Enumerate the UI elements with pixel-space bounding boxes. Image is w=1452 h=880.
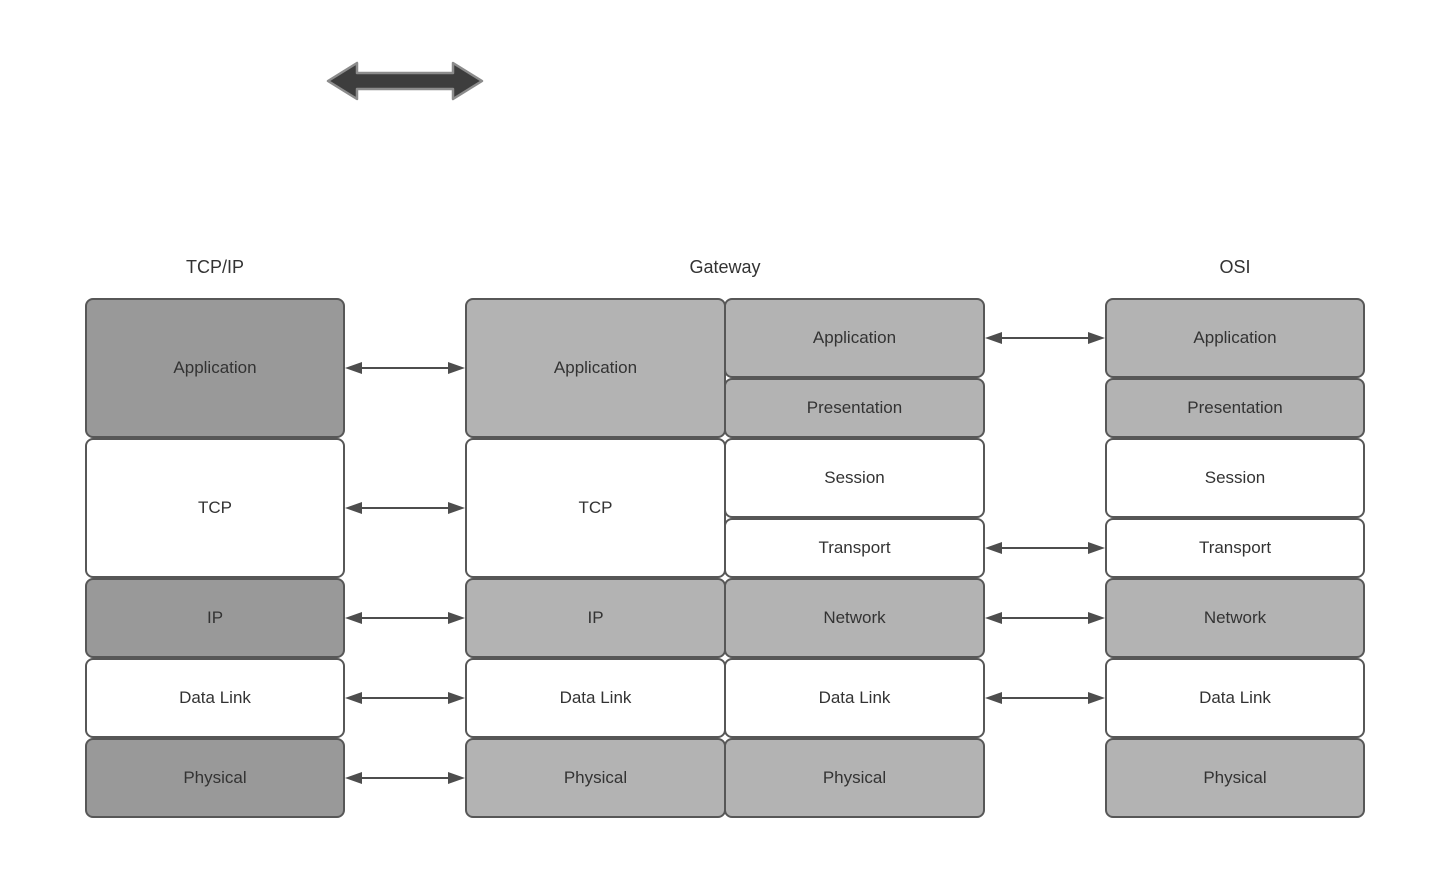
column-header-gateway: Gateway xyxy=(689,256,761,277)
tcpip-layer-tcp: TCP xyxy=(85,438,345,578)
arrowhead-left-icon xyxy=(345,772,362,784)
arrowhead-left-icon xyxy=(985,542,1002,554)
osi-layer-session: Session xyxy=(1105,438,1365,518)
osi-layer-application: Application xyxy=(1105,298,1365,378)
gateway-right-layer-session: Session xyxy=(724,438,985,518)
gateway-right-layer-presentation: Presentation xyxy=(724,378,985,438)
arrowhead-left-icon xyxy=(985,332,1002,344)
connector-line xyxy=(998,547,1092,549)
osi-layer-network: Network xyxy=(1105,578,1365,658)
tcpip-layer-ip: IP xyxy=(85,578,345,658)
gateway-left-layer-physical: Physical xyxy=(465,738,726,818)
double-headed-arrow-icon xyxy=(326,61,484,101)
tcpip-layer-physical: Physical xyxy=(85,738,345,818)
arrowhead-right-icon xyxy=(1088,332,1105,344)
arrowhead-left-icon xyxy=(345,502,362,514)
arrowhead-right-icon xyxy=(448,362,465,374)
gateway-right-layer-application: Application xyxy=(724,298,985,378)
connector-tcpip-gateway-data-link xyxy=(345,688,465,708)
connector-line xyxy=(358,777,452,779)
column-header-osi: OSI xyxy=(1219,256,1251,277)
connector-tcpip-gateway-ip xyxy=(345,608,465,628)
arrowhead-left-icon xyxy=(345,612,362,624)
gateway-left-layer-ip: IP xyxy=(465,578,726,658)
connector-line xyxy=(358,697,452,699)
gateway-left-layer-application: Application xyxy=(465,298,726,438)
gateway-right-layer-data-link: Data Link xyxy=(724,658,985,738)
arrowhead-left-icon xyxy=(345,362,362,374)
connector-gateway-osi-data-link xyxy=(985,688,1105,708)
connector-line xyxy=(358,507,452,509)
connector-line xyxy=(998,617,1092,619)
osi-layer-physical: Physical xyxy=(1105,738,1365,818)
tcpip-layer-data-link: Data Link xyxy=(85,658,345,738)
connector-line xyxy=(998,337,1092,339)
arrowhead-right-icon xyxy=(448,772,465,784)
arrowhead-right-icon xyxy=(1088,692,1105,704)
arrowhead-right-icon xyxy=(448,502,465,514)
gateway-left-layer-data-link: Data Link xyxy=(465,658,726,738)
arrowhead-left-icon xyxy=(985,692,1002,704)
connector-line xyxy=(358,367,452,369)
gateway-right-layer-transport: Transport xyxy=(724,518,985,578)
connector-line xyxy=(358,617,452,619)
connector-gateway-osi-network xyxy=(985,608,1105,628)
connector-line xyxy=(998,697,1092,699)
column-header-tcpip: TCP/IP xyxy=(185,256,244,277)
gateway-right-layer-network: Network xyxy=(724,578,985,658)
osi-layer-data-link: Data Link xyxy=(1105,658,1365,738)
osi-layer-transport: Transport xyxy=(1105,518,1365,578)
connector-gateway-osi-transport xyxy=(985,538,1105,558)
arrowhead-right-icon xyxy=(1088,612,1105,624)
arrowhead-right-icon xyxy=(1088,542,1105,554)
gateway-right-layer-physical: Physical xyxy=(724,738,985,818)
connector-tcpip-gateway-application xyxy=(345,358,465,378)
gateway-left-layer-tcp: TCP xyxy=(465,438,726,578)
tcpip-layer-application: Application xyxy=(85,298,345,438)
arrowhead-left-icon xyxy=(985,612,1002,624)
osi-layer-presentation: Presentation xyxy=(1105,378,1365,438)
arrowhead-right-icon xyxy=(448,612,465,624)
arrowhead-left-icon xyxy=(345,692,362,704)
arrowhead-right-icon xyxy=(448,692,465,704)
connector-tcpip-gateway-tcp xyxy=(345,498,465,518)
connector-gateway-osi-application xyxy=(985,328,1105,348)
connector-tcpip-gateway-physical xyxy=(345,768,465,788)
